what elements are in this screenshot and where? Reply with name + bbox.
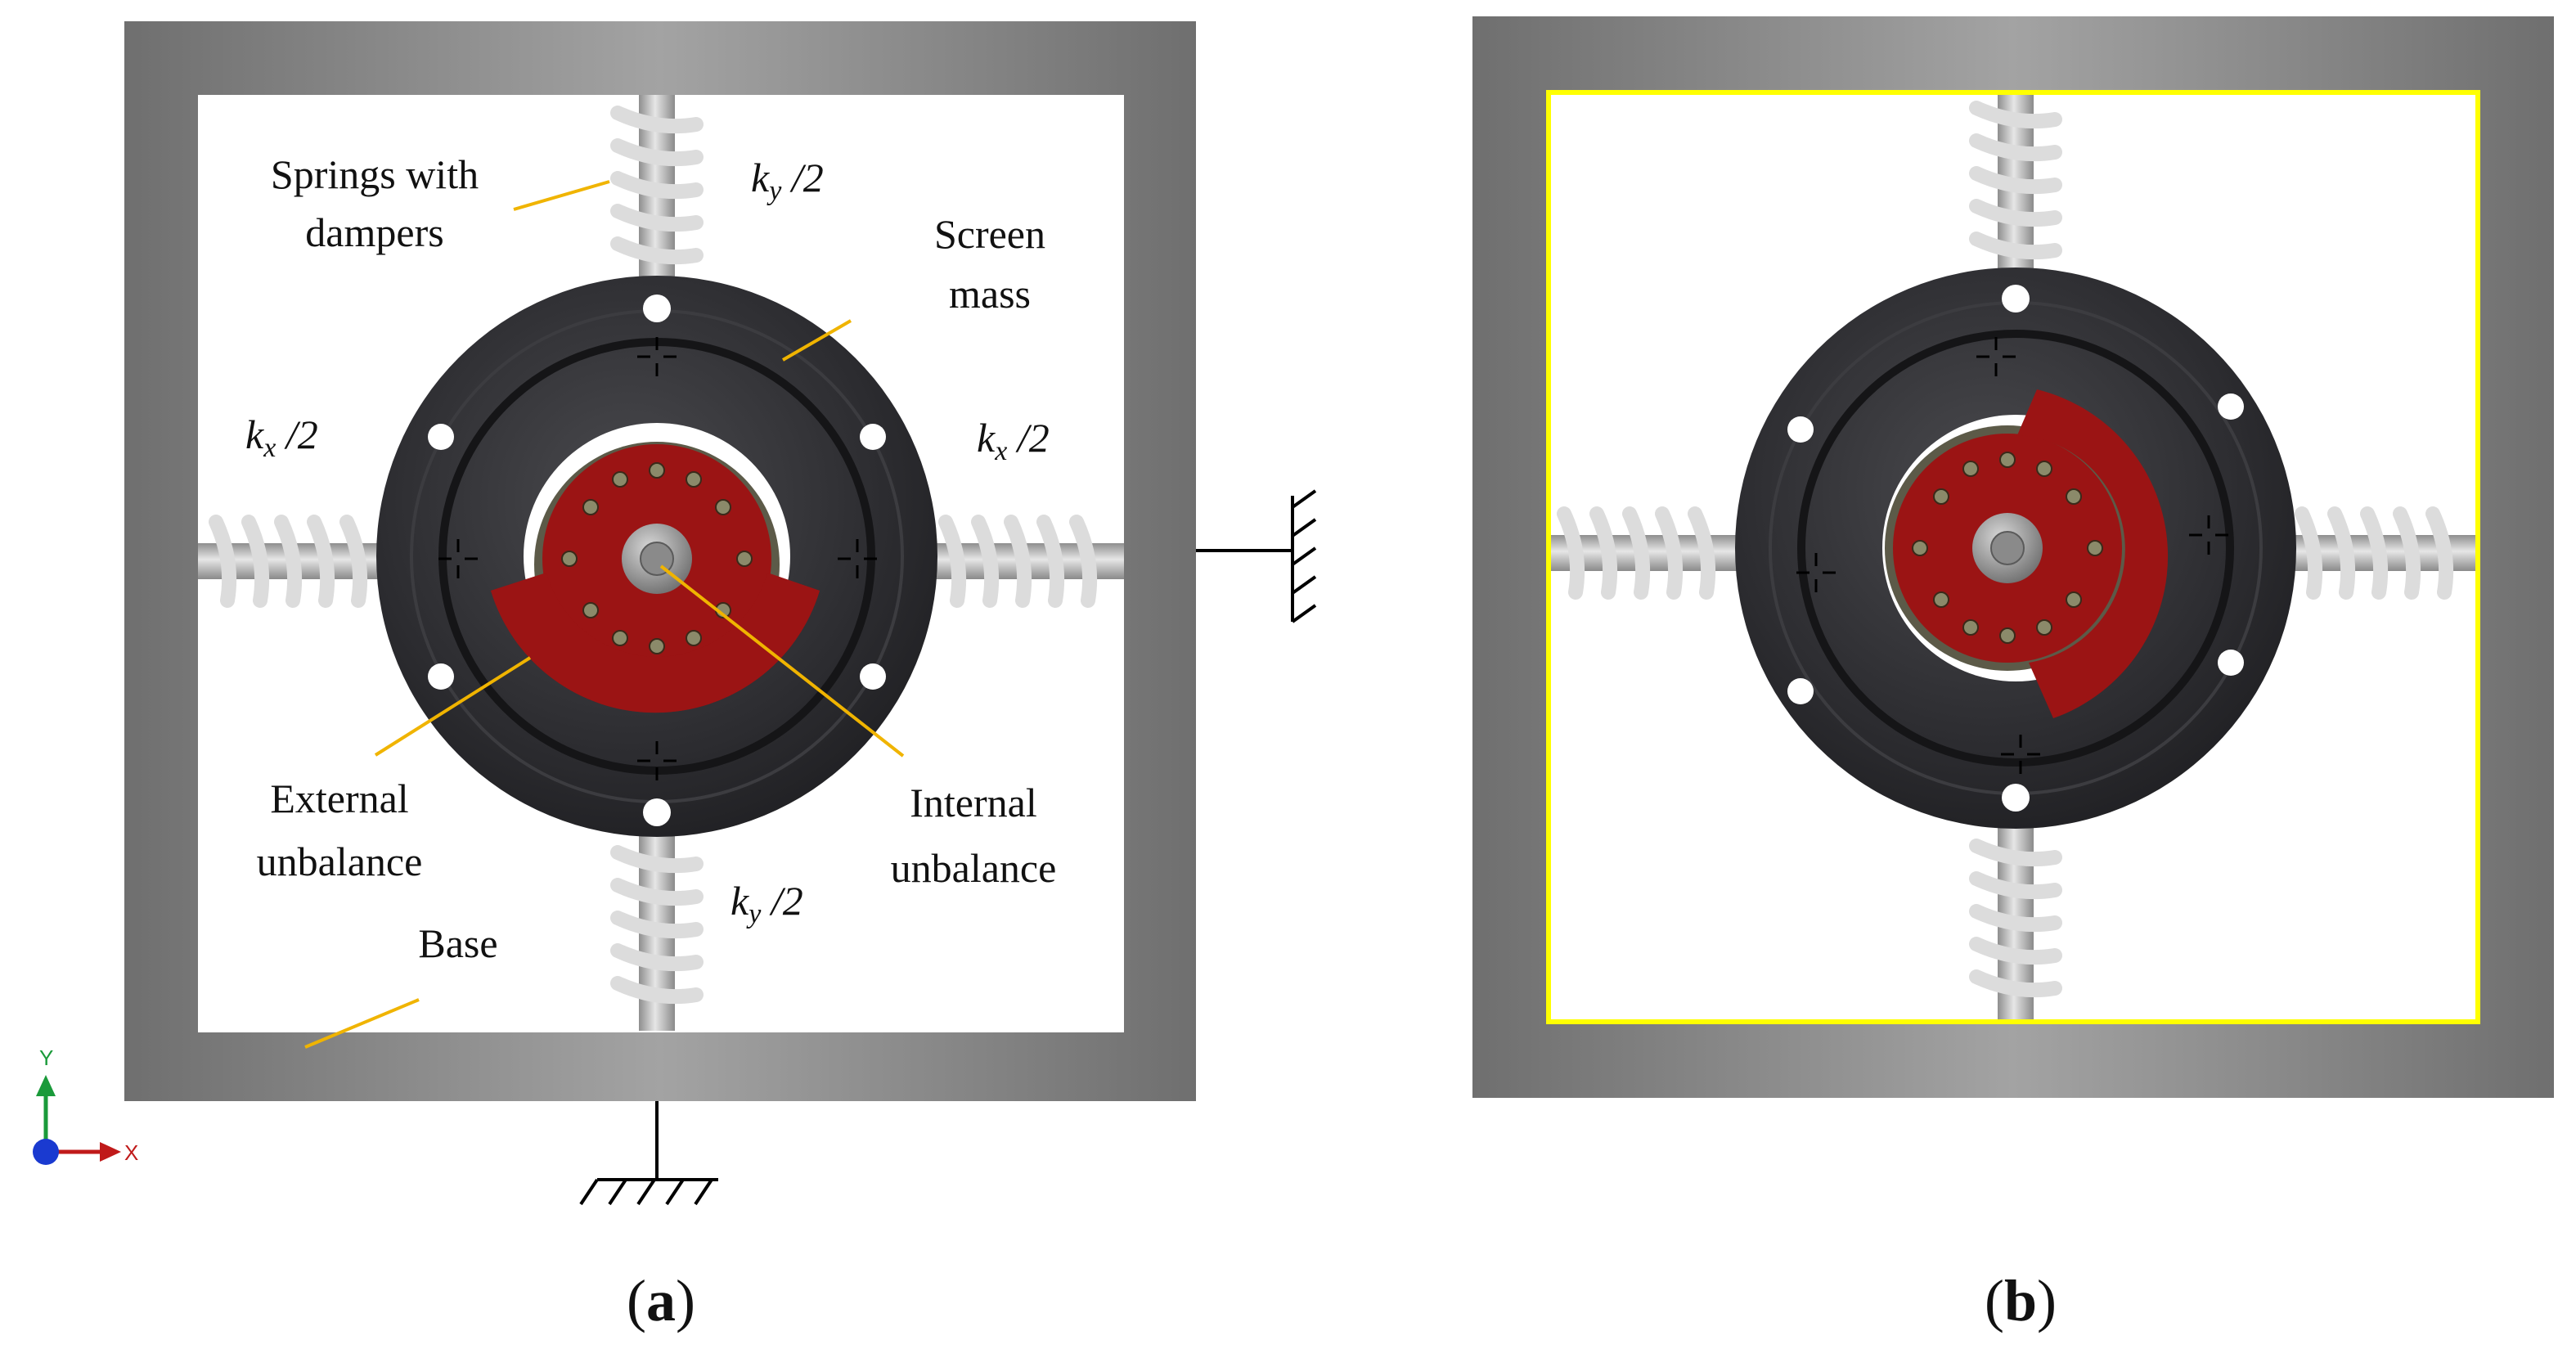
axis-triad: Y X [33,1045,138,1165]
label-external-line2: unbalance [257,839,423,884]
label-springs-line2: dampers [305,209,443,255]
label-kx-left: kx /2 [245,411,318,463]
axis-x-label: X [124,1140,138,1165]
caption-b: (b) [1985,1268,2057,1333]
panel-a: Springs with dampers Screen mass ky /2 k… [33,21,1317,1333]
external-unbalance-sector-b [2017,389,2169,718]
caption-a: (a) [627,1268,695,1333]
ground-symbol-bottom [579,1101,718,1206]
leader-lines [304,180,905,1049]
label-external-line1: External [270,776,408,821]
ground-symbol-right [1196,489,1317,623]
label-ky-bottom: ky /2 [731,878,803,929]
label-kx-right: kx /2 [977,415,1050,466]
label-ky-top: ky /2 [751,155,824,206]
panel-b: (b) [1472,16,2554,1333]
axis-y-label: Y [39,1045,53,1070]
label-base: Base [418,920,497,966]
label-internal-line2: unbalance [891,845,1057,891]
external-unbalance-sector [491,573,820,713]
label-internal-line1: Internal [910,780,1036,825]
label-screen-line2: mass [949,271,1031,317]
label-screen-line1: Screen [934,211,1045,257]
label-springs-line1: Springs with [271,151,479,197]
selection-highlight [1546,90,2480,1024]
